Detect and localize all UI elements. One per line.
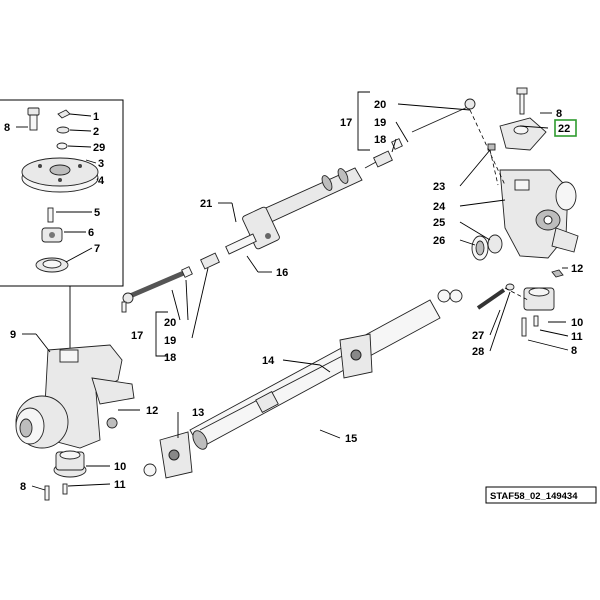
reference-code: STAF58_02_149434	[490, 491, 578, 502]
callout-8-right: 8	[571, 345, 577, 357]
leader-lines	[16, 91, 569, 491]
tie-rod-lower	[121, 252, 220, 313]
axle-beam	[143, 289, 463, 479]
callout-17-lower: 17	[131, 330, 143, 342]
steering-knuckle-left	[15, 344, 135, 449]
highlighted-part-box	[554, 119, 577, 137]
callout-11-left: 11	[114, 479, 126, 491]
callout-18-lower: 18	[164, 352, 176, 364]
callout-10-left: 10	[114, 461, 126, 473]
callout-5: 5	[94, 207, 100, 219]
steering-cylinder	[225, 161, 377, 255]
callout-18-upper: 18	[374, 134, 386, 146]
lower-bracket-left	[44, 450, 87, 501]
callout-25: 25	[433, 217, 445, 229]
callout-12-left: 12	[146, 405, 158, 417]
callout-29: 29	[93, 142, 105, 154]
callout-22: 22	[558, 123, 570, 135]
steering-knuckle-right	[499, 169, 579, 259]
callout-8: 8	[4, 122, 10, 134]
callout-24: 24	[433, 201, 446, 213]
callout-labels: 8 1 2 29 3 4 5 6 7 9 12 10 8 11 13 14 15…	[4, 99, 583, 493]
reference-code-box: STAF58_02_149434	[485, 486, 597, 504]
callout-1: 1	[93, 111, 99, 123]
callout-7: 7	[94, 243, 100, 255]
callout-2: 2	[93, 126, 99, 138]
callout-8-left: 8	[20, 481, 26, 493]
callout-28: 28	[472, 346, 484, 358]
callout-19-upper: 19	[374, 117, 386, 129]
callout-19-lower: 19	[164, 335, 176, 347]
callout-14: 14	[262, 355, 275, 367]
callout-10-right: 10	[571, 317, 583, 329]
callout-6: 6	[88, 227, 94, 239]
callout-20-upper: 20	[374, 99, 386, 111]
tie-rod-upper	[373, 98, 476, 168]
callout-17-upper: 17	[340, 117, 352, 129]
callout-3: 3	[98, 158, 104, 170]
callout-9: 9	[10, 329, 16, 341]
callout-27: 27	[472, 330, 484, 342]
callout-23: 23	[433, 181, 445, 193]
callout-21: 21	[200, 198, 212, 210]
callout-12-right: 12	[571, 263, 583, 275]
callout-20-lower: 20	[164, 317, 176, 329]
callout-8-top-right: 8	[556, 108, 562, 120]
upper-cap-right	[499, 87, 547, 151]
callout-4: 4	[98, 175, 105, 187]
callout-26: 26	[433, 235, 445, 247]
callout-15: 15	[345, 433, 357, 445]
lower-bracket-right	[521, 287, 555, 337]
callout-13: 13	[192, 407, 204, 419]
detail-inset	[0, 99, 124, 348]
callout-11-right: 11	[571, 331, 583, 343]
callout-16: 16	[276, 267, 288, 279]
